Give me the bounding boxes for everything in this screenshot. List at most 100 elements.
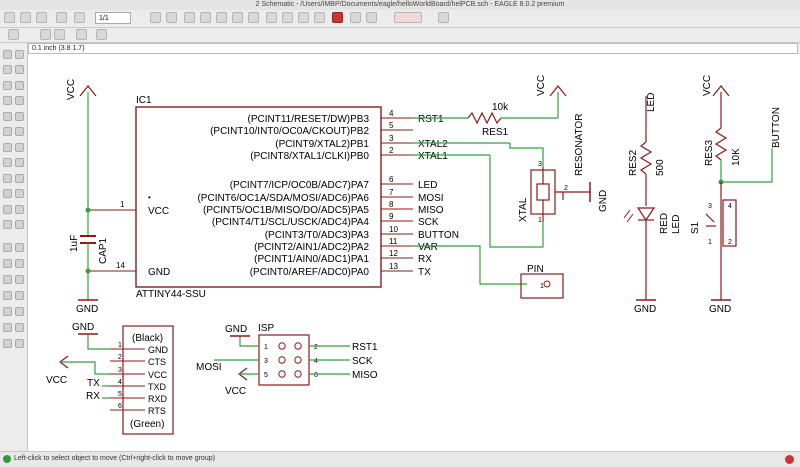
stop-indicator-icon[interactable] (785, 455, 794, 464)
vcc-symbol[interactable]: VCC (66, 79, 97, 210)
pin-connector[interactable]: PIN 1 (520, 264, 564, 299)
ic1-pin-num: 11 (389, 237, 398, 246)
mirror-tool-icon[interactable] (3, 96, 12, 105)
fusion-sync-icon[interactable] (394, 12, 422, 23)
gateswap-tool-icon[interactable] (3, 220, 12, 229)
coordinate-readout[interactable]: 0.1 inch (3.8 1.7) (28, 43, 798, 54)
led-branch[interactable]: LED RES2 500 RED LED GND (623, 93, 682, 315)
schematic-canvas[interactable]: IC1 ATTINY44-SSU 1 VCC 14 GND • (PCINT11… (28, 54, 800, 451)
undo-icon[interactable] (266, 12, 277, 23)
delete-tool-icon[interactable] (3, 127, 12, 136)
isp-pin: 1 (264, 344, 268, 351)
schematic-drawing[interactable]: IC1 ATTINY44-SSU 1 VCC 14 GND • (PCINT11… (28, 54, 800, 451)
go-icon[interactable] (314, 12, 325, 23)
wire-tool-icon[interactable] (3, 243, 12, 252)
gnd-label: GND (598, 190, 609, 212)
move-tool-icon[interactable] (3, 81, 12, 90)
net-label: RX (418, 254, 432, 265)
split-tool-icon[interactable] (3, 189, 12, 198)
name-tool-icon[interactable] (3, 158, 12, 167)
rotate-tool-icon[interactable] (15, 96, 24, 105)
ftdi-pin-num: 2 (118, 354, 122, 361)
stop-command-icon[interactable] (332, 12, 343, 23)
polygon-tool-icon[interactable] (3, 275, 12, 284)
stop-icon[interactable] (298, 12, 309, 23)
cap1[interactable]: 1uF CAP1 (69, 207, 109, 301)
cam-icon[interactable] (56, 12, 67, 23)
resonator[interactable]: 3 2 1 RESONATOR XTAL GND (518, 114, 609, 224)
board-icon[interactable] (74, 12, 85, 23)
dimension-tool-icon[interactable] (3, 339, 12, 348)
net-label: SCK (418, 217, 439, 228)
switch-pin: 1 (708, 239, 712, 246)
script-icon[interactable] (150, 12, 161, 23)
grid-icon[interactable] (8, 29, 19, 40)
led-net-label: LED (646, 93, 657, 112)
junction-tool-icon[interactable] (15, 291, 24, 300)
pinswap-tool-icon[interactable] (15, 205, 24, 214)
invoke-tool-icon[interactable] (15, 189, 24, 198)
show-tool-icon[interactable] (15, 50, 24, 59)
ic1-pin-num: 3 (389, 134, 394, 143)
zoom-out-icon[interactable] (216, 12, 227, 23)
frame-tool-icon[interactable] (15, 339, 24, 348)
paste-tool-icon[interactable] (3, 143, 12, 152)
erc-tool-icon[interactable] (3, 323, 12, 332)
miter-tool-icon[interactable] (15, 174, 24, 183)
circle-tool-icon[interactable] (15, 243, 24, 252)
save-icon[interactable] (20, 12, 31, 23)
net-label: BUTTON (418, 230, 459, 241)
res3-value: 10K (731, 148, 742, 166)
ftdi-header[interactable]: (Black) (Green) 1 GND 2 CTS 3 VCC 4 TXD … (46, 322, 174, 435)
rect-tool-icon[interactable] (15, 259, 24, 268)
vcc-label: VCC (536, 75, 547, 96)
open-file-icon[interactable] (4, 12, 15, 23)
zoom-fit-icon[interactable] (184, 12, 195, 23)
optimize-tool-icon[interactable] (3, 205, 12, 214)
replace-tool-icon[interactable] (15, 143, 24, 152)
info-tool-icon[interactable] (3, 50, 12, 59)
button-branch[interactable]: VCC BUTTON RES3 10K 3 4 1 2 S1 GND (690, 75, 782, 315)
isp-header[interactable]: ISP 1 2 3 4 5 6 GND MOSI VCC (196, 323, 378, 397)
attribute-tool-icon[interactable] (15, 307, 24, 316)
ftdi-tx-label: TX (87, 378, 100, 389)
print-icon[interactable] (36, 12, 47, 23)
ic1-pin-num: 10 (389, 225, 398, 234)
net-label: LED (418, 180, 437, 191)
ic1-pin-num: 14 (116, 261, 125, 270)
ftdi-pin-num: 5 (118, 391, 122, 398)
copy-tool-icon[interactable] (15, 81, 24, 90)
smash-tool-icon[interactable] (3, 174, 12, 183)
value-tool-icon[interactable] (15, 158, 24, 167)
zoom-select-icon[interactable] (232, 12, 243, 23)
sheet-select[interactable]: 1/1 (95, 12, 131, 24)
param-c-icon[interactable] (76, 29, 87, 40)
main-toolbar: 1/1 (0, 10, 800, 28)
cursor-icon[interactable] (350, 12, 361, 23)
arc-tool-icon[interactable] (3, 259, 12, 268)
info-icon[interactable] (366, 12, 377, 23)
ic1-pin-name: GND (148, 267, 170, 278)
net-tool-icon[interactable] (3, 291, 12, 300)
zoom-in-icon[interactable] (200, 12, 211, 23)
errors-tool-icon[interactable] (15, 323, 24, 332)
gnd-symbol[interactable]: GND (76, 299, 98, 315)
zoom-redraw-icon[interactable] (248, 12, 259, 23)
redo-icon[interactable] (282, 12, 293, 23)
help-icon[interactable] (438, 12, 449, 23)
res1[interactable]: VCC 10k RES1 (467, 75, 567, 138)
display-tool-icon[interactable] (3, 65, 12, 74)
mark-tool-icon[interactable] (15, 65, 24, 74)
param-b-icon[interactable] (54, 29, 65, 40)
param-d-icon[interactable] (96, 29, 107, 40)
add-tool-icon[interactable] (15, 127, 24, 136)
text-tool-icon[interactable] (15, 220, 24, 229)
param-a-icon[interactable] (40, 29, 51, 40)
res1-name: RES1 (482, 127, 509, 138)
label-tool-icon[interactable] (3, 307, 12, 316)
ulp-icon[interactable] (166, 12, 177, 23)
change-tool-icon[interactable] (15, 112, 24, 121)
switch-name: S1 (690, 221, 701, 234)
group-tool-icon[interactable] (3, 112, 12, 121)
bus-tool-icon[interactable] (15, 275, 24, 284)
